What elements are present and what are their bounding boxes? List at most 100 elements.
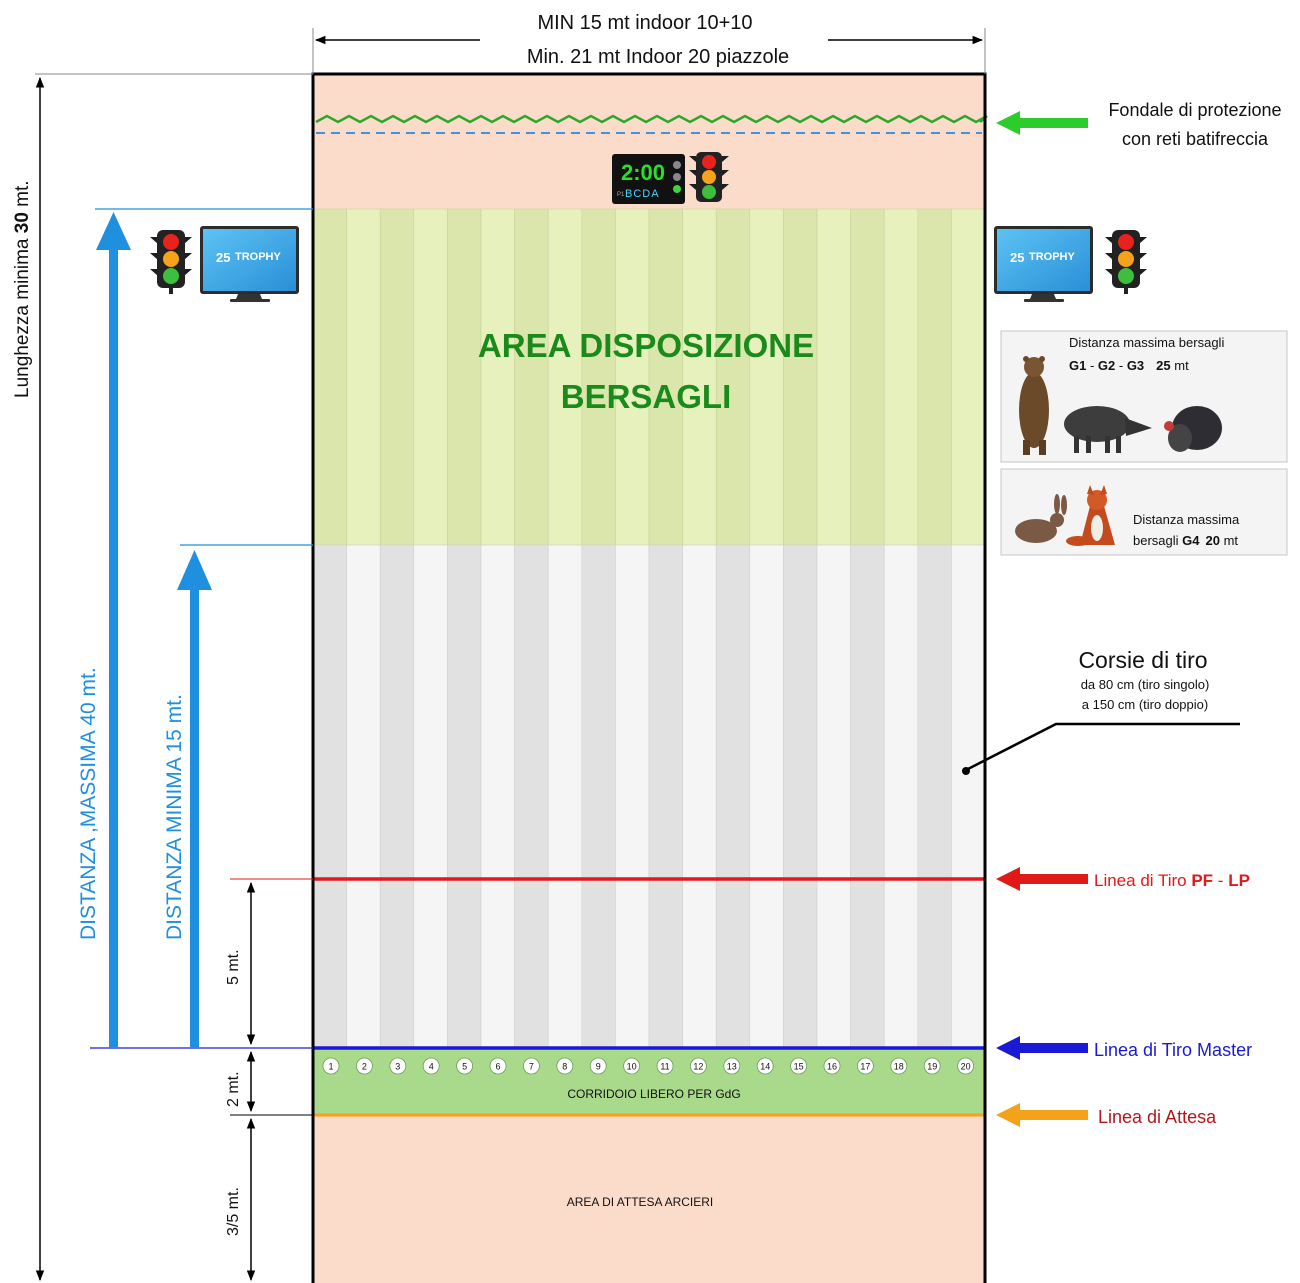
lane-number: 8 xyxy=(562,1062,567,1072)
lane-number: 10 xyxy=(627,1062,637,1072)
lane-number: 2 xyxy=(362,1062,367,1072)
two-m-label: 2 mt. xyxy=(225,1071,242,1107)
shooting-lane xyxy=(379,544,415,1049)
traffic-light-icon xyxy=(689,152,729,202)
target-lane xyxy=(816,208,851,546)
panel-g123-title: Distanza massima bersagli xyxy=(1069,335,1224,350)
shooting-lane xyxy=(312,544,347,1049)
target-lane xyxy=(346,208,381,546)
traffic-light-icon xyxy=(1105,230,1147,294)
panel-g4 xyxy=(1000,468,1288,556)
shooting-lane xyxy=(749,544,784,1049)
shooting-lane xyxy=(615,544,650,1049)
target-lane xyxy=(715,208,751,546)
lane-number-marker xyxy=(690,1057,707,1075)
turkey-target-icon xyxy=(1164,406,1222,452)
monitor-icon: 25 TROPHY xyxy=(994,226,1093,302)
rabbit-target-icon xyxy=(1015,494,1067,543)
waiting-area-zone xyxy=(313,1115,985,1283)
target-lane xyxy=(514,208,549,546)
shooting-lanes xyxy=(312,544,986,1049)
lane-number: 12 xyxy=(693,1062,703,1072)
lane-number-marker xyxy=(957,1057,974,1075)
fox-target-icon xyxy=(1066,485,1115,546)
lane-number-marker xyxy=(857,1057,874,1075)
shooting-lane xyxy=(816,544,851,1049)
bear-target-icon xyxy=(1019,356,1049,455)
lane-number-marker xyxy=(790,1057,807,1075)
shooting-lane xyxy=(648,544,683,1049)
left-dimension-label: Lunghezza minima 30 mt. xyxy=(12,180,33,398)
master-line-label: Linea di Tiro Master xyxy=(1094,1040,1252,1060)
pf-lp-line-label: Linea di Tiro PF - LP xyxy=(1094,871,1250,890)
shooting-lane xyxy=(581,544,616,1049)
field-border xyxy=(311,72,987,1283)
max-distance-arrow-shaft xyxy=(109,245,118,1048)
lane-number: 20 xyxy=(961,1062,971,1072)
lane-number-marker xyxy=(623,1057,640,1075)
lanes-note-leader xyxy=(965,722,1240,772)
target-lane xyxy=(951,208,986,546)
boar-target-icon xyxy=(1064,406,1152,453)
backstop-label-2: con reti batifreccia xyxy=(1122,129,1269,149)
lane-number: 4 xyxy=(429,1062,434,1072)
lane-number-marker xyxy=(456,1057,474,1075)
panel-g123 xyxy=(1000,330,1288,463)
lane-number: 17 xyxy=(860,1062,870,1072)
waiting-area-label: AREA DI ATTESA ARCIERI xyxy=(567,1195,714,1209)
lane-number-marker xyxy=(489,1057,507,1075)
lane-number: 7 xyxy=(529,1062,534,1072)
monitor-label-num: 25 xyxy=(1010,250,1024,265)
max-distance-arrow-head xyxy=(96,212,131,250)
lane-number-marker xyxy=(723,1057,741,1075)
lane-number-marker xyxy=(422,1057,440,1075)
backstop-label-1: Fondale di protezione xyxy=(1108,100,1281,120)
lane-number: 6 xyxy=(495,1062,500,1072)
lane-number: 9 xyxy=(596,1062,601,1072)
target-lane xyxy=(312,208,347,546)
shooting-lane xyxy=(917,544,952,1049)
min-distance-arrow-head xyxy=(177,550,212,590)
waiting-line-label: Linea di Attesa xyxy=(1098,1107,1217,1127)
lane-number: 15 xyxy=(794,1062,804,1072)
timer-groups: BCDA xyxy=(625,188,660,200)
shooting-lane xyxy=(480,544,515,1049)
target-lane xyxy=(648,208,683,546)
lanes-note-title: Corsie di tiro xyxy=(1078,647,1207,673)
lane-number: 16 xyxy=(827,1062,837,1072)
target-lane xyxy=(547,208,583,546)
lane-number-marker xyxy=(823,1057,841,1075)
shooting-lane xyxy=(413,544,448,1049)
lane-number-marker xyxy=(556,1057,574,1075)
monitor-label-num: 25 xyxy=(216,250,230,265)
shooting-lane xyxy=(783,544,818,1049)
lane-number: 14 xyxy=(760,1062,770,1072)
five-m-label: 5 mt. xyxy=(225,949,242,985)
monitor-label-word: TROPHY xyxy=(1029,251,1076,263)
target-lane xyxy=(850,208,885,546)
monitor-icon: 25 TROPHY xyxy=(200,226,299,302)
top-dimension-line2: Min. 21 mt Indoor 20 piazzole xyxy=(527,46,789,68)
target-lane xyxy=(379,208,415,546)
lane-number-marker xyxy=(523,1057,540,1075)
target-lane xyxy=(447,208,482,546)
lane-number-marker xyxy=(355,1057,373,1075)
lane-number-marker xyxy=(756,1057,774,1075)
timer-time: 2:00 xyxy=(621,160,665,185)
lane-number-marker xyxy=(322,1057,340,1075)
lane-number: 3 xyxy=(395,1062,400,1072)
panel-g4-line1: Distanza massima xyxy=(1133,512,1240,527)
blue-arrow-icon xyxy=(996,1036,1088,1060)
min-distance-label: DISTANZA MINIMA 15 mt. xyxy=(163,694,186,940)
target-area-lanes xyxy=(312,208,986,546)
lane-number: 18 xyxy=(894,1062,904,1072)
shooting-lane xyxy=(883,544,919,1049)
shooting-lane xyxy=(715,544,751,1049)
min-distance-arrow-shaft xyxy=(190,585,199,1048)
target-lane xyxy=(480,208,515,546)
red-arrow-icon xyxy=(996,867,1088,891)
lane-number-marker xyxy=(389,1057,407,1075)
